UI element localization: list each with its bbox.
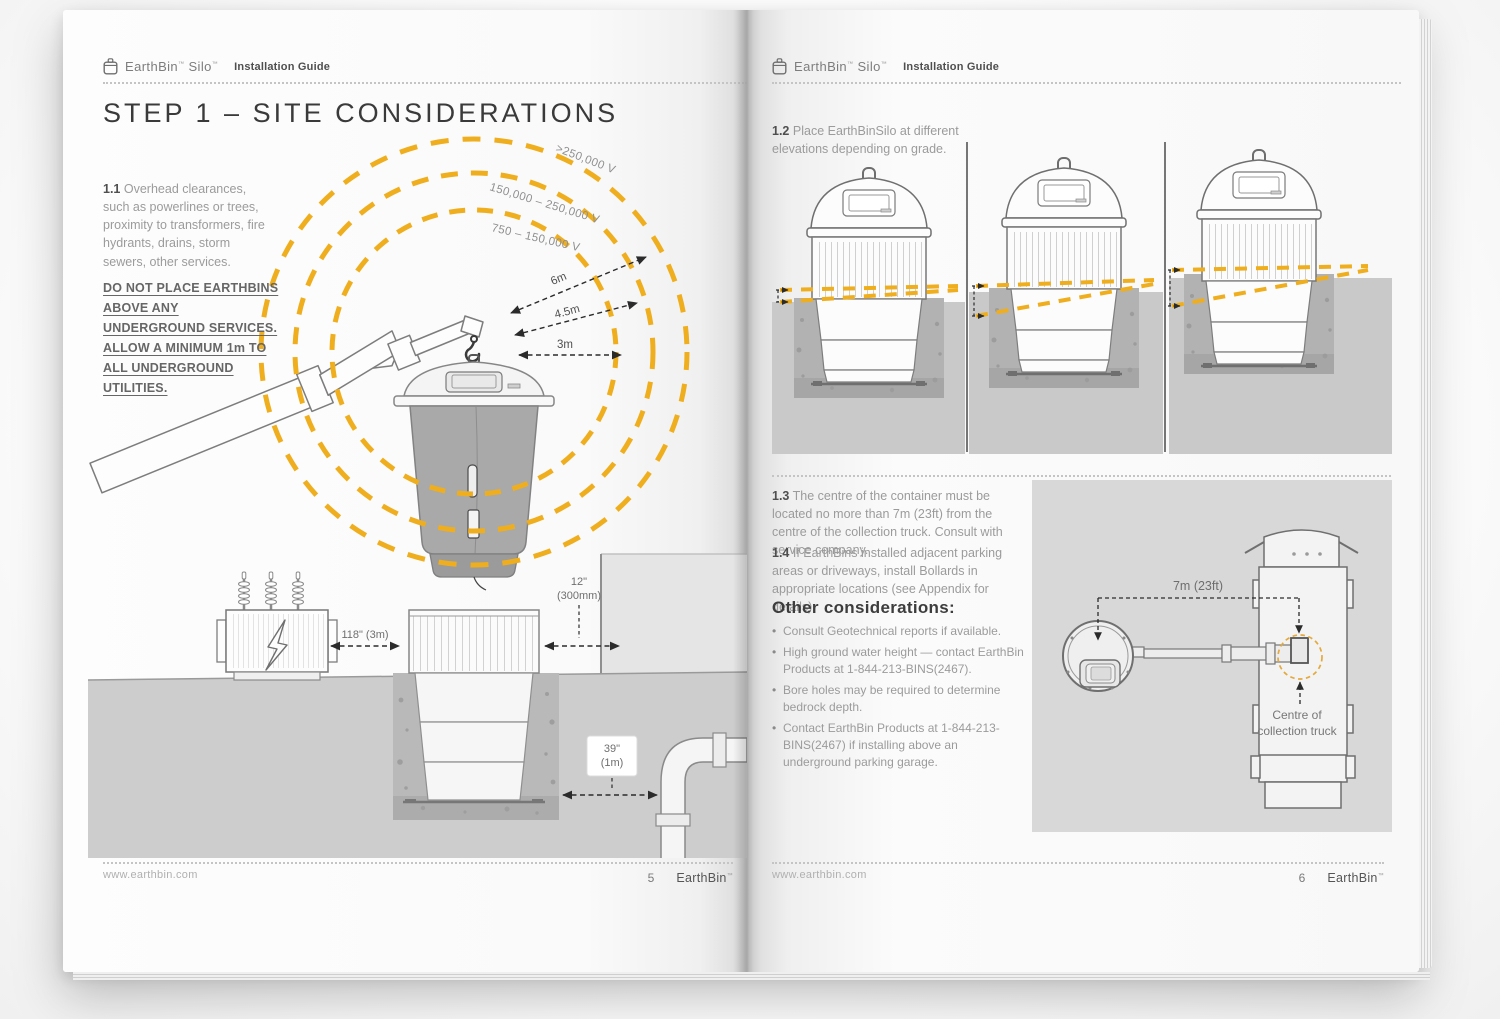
bin-logo-icon xyxy=(103,58,118,75)
list-item: Contact EarthBin Products at 1-844-213-B… xyxy=(772,720,1024,771)
section-number: 1.3 xyxy=(772,489,790,503)
dimension-7m xyxy=(1094,597,1303,641)
svg-text:(1m): (1m) xyxy=(601,757,624,769)
grade-lines xyxy=(779,284,959,304)
elevation-panel-2 xyxy=(969,156,1163,454)
bin-topview xyxy=(1062,620,1134,692)
section-1-3: 1.3 The centre of the container must be … xyxy=(772,489,1003,558)
transformer-bushings xyxy=(238,571,304,610)
elevation-grades-diagram xyxy=(772,142,1392,454)
page-header: EarthBin™ Silo™ Installation Guide xyxy=(772,58,999,75)
elevation-panel-1 xyxy=(772,166,965,454)
grade-arrows xyxy=(972,283,985,319)
doc-title: Installation Guide xyxy=(234,60,331,73)
page-right: EarthBin™ Silo™ Installation Guide 1.2 P… xyxy=(747,10,1419,972)
dimension-7m-label: 7m (23ft) xyxy=(1173,579,1223,593)
clearance-arrows xyxy=(510,256,647,360)
page-header: EarthBin™ Silo™ Installation Guide xyxy=(103,58,330,75)
pipe-icon xyxy=(655,732,747,858)
svg-text:39": 39" xyxy=(604,743,620,755)
truck-distance-diagram: 7m (23ft) xyxy=(1032,480,1392,832)
centre-highlight-circle xyxy=(1277,634,1323,680)
svg-text:12": 12" xyxy=(571,576,587,588)
list-item: Consult Geotechnical reports if availabl… xyxy=(772,623,1024,640)
panel-separators xyxy=(966,142,1166,452)
svg-text:6m: 6m xyxy=(549,271,568,288)
lightning-bolt-icon xyxy=(265,619,288,671)
left-page-diagrams: 118" (3m) 12" (300mm) 39" (1m) xyxy=(87,136,747,858)
site-clearance-diagram: 118" (3m) 12" (300mm) 39" (1m) xyxy=(87,553,747,858)
section-1-2: 1.2 Place EarthBinSilo at different elev… xyxy=(772,124,959,157)
header-rule xyxy=(772,82,1401,84)
section-1-1: 1.1 Overhead clearances, such as powerli… xyxy=(103,182,265,269)
list-item: High ground water height — contact Earth… xyxy=(772,644,1024,678)
page-title: STEP 1 – SITE CONSIDERATIONS xyxy=(103,98,619,128)
page-footer: www.earthbin.com 6 EarthBin™ xyxy=(772,862,1384,887)
footer-brand: EarthBin™ xyxy=(1327,871,1384,885)
clearance-labels: 6m 4.5m 3m xyxy=(549,271,581,351)
list-item: Bore holes may be required to determine … xyxy=(772,682,1024,716)
other-considerations-heading: Other considerations: xyxy=(772,598,955,617)
page-stack-edge-bottom xyxy=(73,972,1430,980)
transformer-icon xyxy=(216,571,338,681)
svg-text:750 – 150,000 V: 750 – 150,000 V xyxy=(490,222,581,254)
bin-logo-icon xyxy=(772,58,787,75)
page-left: 118" (3m) 12" (300mm) 39" (1m) xyxy=(63,10,747,972)
dimension-118in: 118" (3m) xyxy=(330,629,400,651)
footer-brand: EarthBin™ xyxy=(676,871,733,885)
svg-text:(300mm): (300mm) xyxy=(557,590,601,602)
grade-lines xyxy=(975,278,1155,318)
page-number: 5 xyxy=(647,871,655,885)
dimension-39in: 39" (1m) xyxy=(562,735,658,800)
section-number: 1.4 xyxy=(772,546,790,560)
section-number: 1.2 xyxy=(772,124,790,138)
elevation-panel-3 xyxy=(1168,148,1392,454)
header-rule xyxy=(103,82,747,84)
section-number: 1.1 xyxy=(103,182,121,196)
dimension-12in: 12" (300mm) xyxy=(544,576,620,651)
warning-underground-services: DO NOT PLACE EARTHBINS ABOVE ANY UNDERGR… xyxy=(103,281,279,335)
svg-text:118" (3m): 118" (3m) xyxy=(341,629,388,641)
book-spread: 118" (3m) 12" (300mm) 39" (1m) xyxy=(63,10,1432,980)
section-rule xyxy=(772,475,1391,477)
crane-hook-icon xyxy=(464,335,481,363)
page-footer: www.earthbin.com 5 EarthBin™ xyxy=(103,862,733,887)
brand-wordmark: EarthBin™ Silo™ xyxy=(794,59,888,74)
footer-url: www.earthbin.com xyxy=(772,869,867,881)
voltage-ring-labels: >250,000 V 150,000 – 250,000 V 750 – 150… xyxy=(488,143,617,255)
collection-truck-topview xyxy=(1244,529,1359,809)
doc-title: Installation Guide xyxy=(903,60,1000,73)
buried-bin-illustration xyxy=(403,609,545,804)
crane-boom-icon xyxy=(89,315,484,494)
suspended-bin-illustration xyxy=(393,354,555,591)
brand-wordmark: EarthBin™ Silo™ xyxy=(125,59,219,74)
grade-arrows xyxy=(1168,267,1181,309)
warning-minimum-clearance: ALLOW A MINIMUM 1m TO ALL UNDERGROUND UT… xyxy=(103,341,267,395)
grade-arrows xyxy=(776,287,789,305)
svg-text:3m: 3m xyxy=(557,339,573,351)
truck-centre-label: Centre of collection truck xyxy=(1257,708,1337,738)
page-number: 6 xyxy=(1298,871,1306,885)
considerations-list: Consult Geotechnical reports if availabl… xyxy=(772,623,1024,775)
page-stack-edge-right xyxy=(1419,19,1432,968)
section-1-4: 1.4 If EarthBins installed adjacent park… xyxy=(772,546,1003,615)
grade-lines xyxy=(1171,264,1369,308)
boom-topview xyxy=(1128,637,1309,665)
footer-url: www.earthbin.com xyxy=(103,869,198,881)
